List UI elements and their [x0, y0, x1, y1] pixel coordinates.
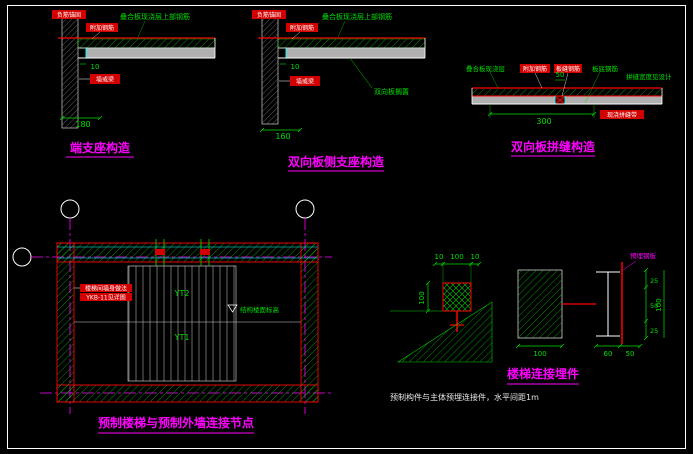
- annotation-tag: [86, 23, 118, 32]
- wall-tag: [90, 74, 120, 84]
- title-joint: 双向板拼缝构造: [511, 139, 596, 154]
- stair-flight-label-yt2: YT2: [174, 289, 190, 298]
- bottom-wall: [56, 384, 319, 403]
- svg-text:50: 50: [626, 350, 635, 358]
- svg-text:25: 25: [650, 277, 658, 285]
- detail-end-support: 负筋锚固 附加钢筋 叠合板现浇层上部钢筋 10 墙或梁 180 端支座构造: [52, 10, 216, 158]
- title-plan: 预制楼梯与预制外墙连接节点: [98, 415, 254, 430]
- precast-plank: [286, 48, 425, 58]
- svg-text:100: 100: [655, 298, 663, 311]
- detail-side-support: 负筋锚固 附加钢筋 叠合板现浇层上部钢筋 10 墙或梁 双向板搁置 160 双向…: [252, 10, 426, 172]
- right-dimension-chain: 25 50 25 100: [643, 267, 665, 341]
- width-dimension: 100: [515, 343, 565, 358]
- cast-in-place-topping: [77, 38, 216, 49]
- svg-text:300: 300: [536, 117, 551, 126]
- plan-walls: [56, 242, 319, 403]
- stair-tread-lines: [74, 265, 301, 382]
- detail-joint: 叠合板现浇层 附加钢筋 板缝钢筋 板底钢筋 拼缝宽度见设计 50 300 现浇拼…: [466, 64, 672, 157]
- plate-front-view: [517, 269, 563, 339]
- wall-section: [261, 11, 279, 125]
- plan-stair-connection: YT2 YT1 楼梯间墙身做法 YKB-11见详图 结构楼面标高 预制楼梯与预制…: [12, 199, 332, 434]
- right-wall: [300, 242, 319, 403]
- detail-embed-plate: 100 预埋钢板 25 50 25 100 60 50 楼梯连接埋件 预制构件: [390, 251, 665, 402]
- topping-rebar-label: 叠合板现浇层上部钢筋: [120, 12, 190, 21]
- span-dimension: 300: [487, 104, 597, 126]
- cast-in-place-topping: [472, 89, 662, 96]
- precast-plank-right: [565, 96, 662, 104]
- wall-finish-tag-text: 楼梯间墙身做法: [85, 285, 127, 293]
- joint-tag: [600, 110, 644, 119]
- svg-text:10: 10: [435, 253, 444, 261]
- annotation-tag: [286, 23, 318, 32]
- frame-border: [7, 5, 686, 449]
- joint-width-label: 拼缝宽度见设计: [626, 72, 672, 81]
- svg-text:50: 50: [650, 302, 658, 310]
- gap-dim: 10: [291, 63, 300, 71]
- title-end-support: 端支座构造: [70, 140, 131, 155]
- top-dimension: 10 100 10: [432, 253, 482, 283]
- tag-text: 附加钢筋: [290, 24, 314, 32]
- svg-text:10: 10: [471, 253, 480, 261]
- svg-text:160: 160: [275, 132, 290, 141]
- annotation-tag: [554, 64, 582, 73]
- stair-slab-section: [396, 301, 493, 363]
- svg-text:25: 25: [650, 327, 658, 335]
- precast-plank: [86, 48, 215, 58]
- leader-lines: [79, 20, 146, 80]
- joint-dimension: 50: [555, 71, 565, 81]
- leader-lines: [489, 71, 601, 104]
- wall-finish-tag-text: YKB-11见详图: [85, 294, 126, 302]
- wall-dimension: 160: [259, 127, 303, 141]
- level-mark-icon: [227, 304, 238, 313]
- cast-in-place-topping: [277, 38, 426, 49]
- tag-text: 附加钢筋: [90, 24, 114, 32]
- wall-finish-tag: [80, 284, 132, 292]
- plank-rest-label: 双向板搁置: [374, 87, 409, 96]
- svg-text:50: 50: [556, 71, 565, 79]
- stair-flight-label-yt1: YT1: [174, 333, 190, 342]
- title-embed: 楼梯连接埋件: [507, 366, 579, 381]
- annotation-tag: [252, 10, 286, 19]
- wall-tag-text: 墙或梁: [296, 78, 314, 86]
- svg-text:100: 100: [533, 350, 546, 358]
- leader-lines: [279, 20, 373, 89]
- wall-section: [61, 11, 79, 129]
- svg-text:60: 60: [604, 350, 613, 358]
- wall-tag-text: 墙或梁: [96, 76, 114, 84]
- plate-side-view: [596, 262, 623, 344]
- topping-rebar-label: 叠合板现浇层上部钢筋: [322, 12, 392, 21]
- bottom-rebar-label: 板底钢筋: [592, 64, 619, 73]
- precast-plank-left: [472, 96, 555, 104]
- annotation-tag: [520, 64, 550, 73]
- wall-finish-tag: [80, 293, 132, 301]
- level-label: 结构楼面标高: [240, 305, 280, 314]
- wall-dimension: 180: [59, 115, 103, 129]
- left-wall: [56, 242, 75, 403]
- title-side-support: 双向板侧支座构造: [288, 154, 385, 169]
- spacing-note: 预制构件与主体预埋连接件，水平间距1m: [390, 392, 539, 402]
- joint-tag-text: 现浇拼缝带: [607, 111, 637, 119]
- embed-plate-section: [442, 282, 472, 312]
- bottom-dimension-chain: 60 50: [593, 343, 643, 358]
- svg-text:100: 100: [418, 291, 426, 304]
- detail-embed-section: 10 100 10 100: [390, 253, 493, 363]
- plate-label: 预埋钢板: [630, 251, 657, 260]
- wall-tag: [290, 76, 320, 86]
- svg-text:180: 180: [75, 120, 90, 129]
- gap-dim: 10: [91, 63, 100, 71]
- tag-text: 板缝钢筋: [556, 65, 580, 73]
- tag-text: 附加钢筋: [523, 65, 547, 73]
- svg-text:100: 100: [450, 253, 463, 261]
- top-wall: [56, 242, 319, 263]
- tag-text: 负筋锚固: [57, 11, 81, 19]
- tag-text: 负筋锚固: [257, 11, 281, 19]
- wall-connection-nodes: [155, 239, 210, 266]
- topping-label: 叠合板现浇层: [466, 64, 506, 73]
- annotation-tag: [52, 10, 86, 19]
